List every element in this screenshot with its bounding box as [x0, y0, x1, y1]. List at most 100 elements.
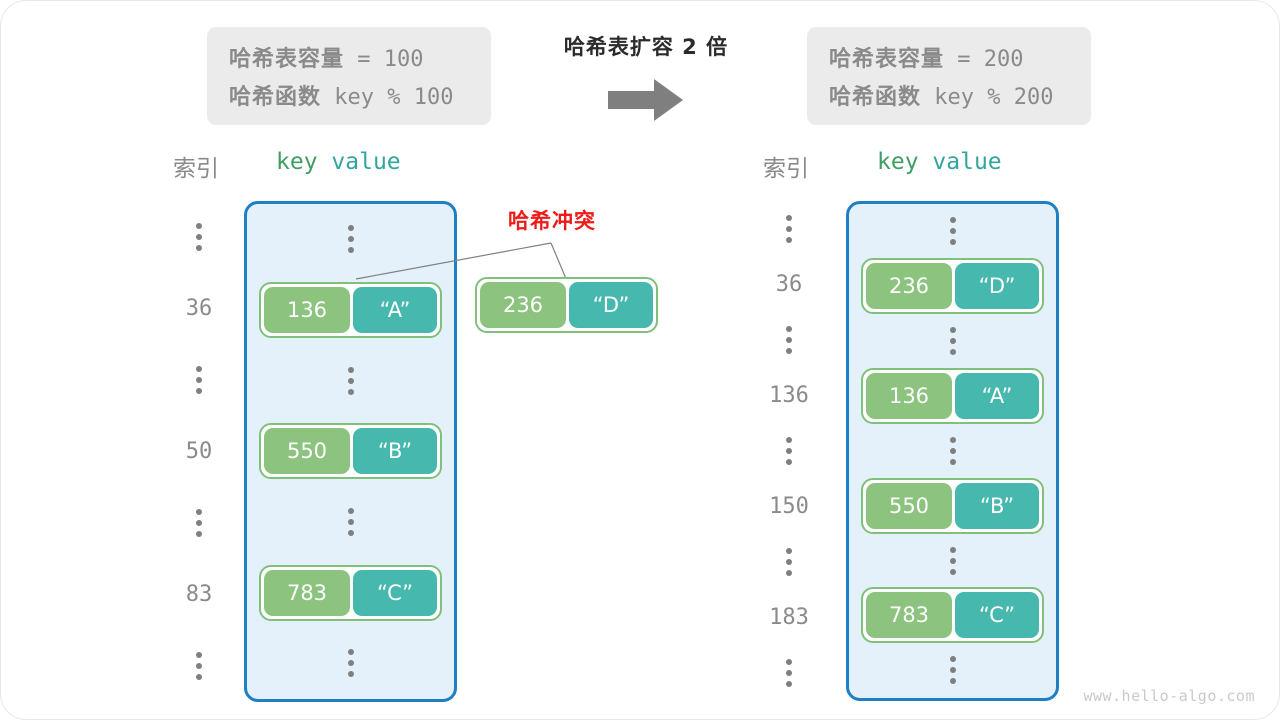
pair-value: “C”	[955, 592, 1039, 639]
bucket-ellipsis-icon	[949, 546, 956, 575]
caption-hashfunc-after: 哈希函数 key % 200	[829, 79, 1069, 111]
index-ellipsis-icon	[786, 436, 792, 465]
index-ellipsis-icon	[196, 365, 202, 394]
index-cell	[749, 534, 829, 590]
index-cell	[749, 645, 829, 701]
pair-value: “C”	[353, 569, 437, 616]
bucket-ellipsis-icon	[949, 217, 956, 246]
caption-hashfunc-label-before: 哈希函数	[229, 85, 322, 110]
index-cell	[159, 630, 239, 702]
key-value-pair: 236“D”	[861, 258, 1044, 315]
index-cell: 36	[775, 271, 803, 297]
pair-key: 783	[264, 569, 350, 616]
caption-hashfunc-label-after: 哈希函数	[829, 85, 922, 110]
pair-value: “B”	[955, 482, 1039, 529]
index-cell	[749, 201, 829, 257]
bucket-entry-row: 236“D”	[849, 258, 1056, 315]
caption-hashfunc-value-before: key % 100	[321, 85, 454, 110]
caption-box-before: 哈希表容量 = 100 哈希函数 key % 100	[207, 27, 491, 125]
colliding-pair: 236 “D”	[475, 277, 658, 333]
bucket-entry-row: 783“C”	[849, 587, 1056, 644]
right-header-key: key	[877, 149, 919, 175]
bucket-empty-row	[247, 487, 454, 558]
index-ellipsis-icon	[786, 325, 792, 354]
caption-capacity-before: 哈希表容量 = 100	[229, 41, 469, 73]
left-header-key: key	[276, 149, 318, 175]
index-cell	[159, 201, 239, 273]
key-value-pair: 136“A”	[259, 281, 442, 338]
right-header-value-text: value	[932, 149, 1002, 175]
page-title: 哈希表扩容 2 倍	[563, 35, 729, 59]
watermark: www.hello-algo.com	[1083, 687, 1255, 705]
caption-hashfunc-before: 哈希函数 key % 100	[229, 79, 469, 111]
pair-value: “D”	[955, 263, 1039, 310]
pair-key: 783	[866, 592, 952, 639]
index-ellipsis-icon	[786, 214, 792, 243]
caption-capacity-label-after: 哈希表容量	[829, 47, 945, 72]
bucket-ellipsis-icon	[347, 225, 354, 254]
right-header-index: 索引	[763, 156, 809, 182]
bucket-empty-row	[247, 345, 454, 416]
bucket-entry-row: 136“A”	[247, 275, 454, 346]
pair-key: 550	[264, 428, 350, 475]
left-hash-table-bucket: 136“A” 550“B” 783“C”	[244, 201, 457, 702]
right-hash-table-bucket: 236“D” 136“A” 550“B” 783“C”	[846, 201, 1059, 701]
key-value-pair: 550“B”	[259, 423, 442, 480]
pair-key: 236	[866, 263, 952, 310]
bucket-empty-row	[247, 204, 454, 275]
bucket-empty-row	[849, 533, 1056, 587]
bucket-empty-row	[849, 643, 1056, 697]
bucket-empty-row	[849, 424, 1056, 478]
bucket-ellipsis-icon	[347, 507, 354, 536]
pair-value: “A”	[955, 372, 1039, 419]
index-ellipsis-icon	[196, 222, 202, 251]
key-value-pair: 783“C”	[259, 564, 442, 621]
index-cell: 183	[769, 604, 809, 630]
index-cell	[159, 344, 239, 416]
pair-value: “A”	[353, 286, 437, 333]
index-ellipsis-icon	[196, 651, 202, 680]
index-cell	[159, 487, 239, 559]
index-cell: 136	[769, 382, 809, 408]
pair-key: 136	[264, 286, 350, 333]
bucket-ellipsis-icon	[347, 366, 354, 395]
key-value-pair: 136“A”	[861, 367, 1044, 424]
bucket-ellipsis-icon	[949, 326, 956, 355]
colliding-pair-value: “D”	[569, 282, 653, 328]
key-value-pair: 550“B”	[861, 477, 1044, 534]
bucket-entry-row: 550“B”	[247, 416, 454, 487]
colliding-pair-key: 236	[480, 282, 566, 328]
key-value-pair: 783“C”	[861, 587, 1044, 644]
caption-capacity-label-before: 哈希表容量	[229, 47, 345, 72]
bucket-ellipsis-icon	[949, 436, 956, 465]
index-ellipsis-icon	[196, 508, 202, 537]
right-index-column: 36 136 150 183	[749, 201, 829, 701]
pair-value: “B”	[353, 428, 437, 475]
index-cell	[749, 423, 829, 479]
right-arrow-icon	[608, 79, 683, 121]
right-header-key-value: key value	[877, 149, 1002, 175]
left-header-key-value: key value	[276, 149, 401, 175]
left-header-value	[318, 149, 332, 175]
bucket-empty-row	[247, 628, 454, 699]
bucket-entry-row: 550“B”	[849, 477, 1056, 534]
left-header-index: 索引	[173, 156, 219, 182]
bucket-empty-row	[849, 314, 1056, 368]
pair-key: 550	[866, 482, 952, 529]
left-header-value-text: value	[331, 149, 401, 175]
bucket-empty-row	[849, 204, 1056, 258]
right-header-space	[919, 149, 933, 175]
pair-key: 136	[866, 372, 952, 419]
index-cell: 36	[185, 295, 213, 321]
index-ellipsis-icon	[786, 658, 792, 687]
caption-capacity-after: 哈希表容量 = 200	[829, 41, 1069, 73]
index-ellipsis-icon	[786, 547, 792, 576]
bucket-ellipsis-icon	[949, 656, 956, 685]
caption-hashfunc-value-after: key % 200	[921, 85, 1054, 110]
collision-label: 哈希冲突	[508, 209, 596, 233]
caption-capacity-value-before: = 100	[344, 47, 424, 72]
bucket-entry-row: 783“C”	[247, 557, 454, 628]
index-cell: 150	[769, 493, 809, 519]
